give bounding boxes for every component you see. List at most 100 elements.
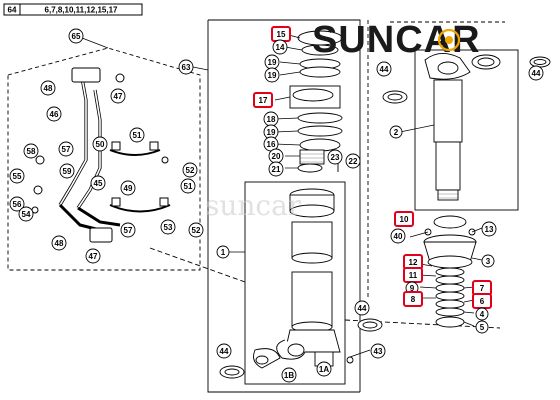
callout-label: 15	[277, 30, 286, 39]
callout-circle	[120, 222, 136, 238]
callout-label: 1A	[319, 365, 329, 374]
dashed-leader-barrel	[149, 247, 246, 283]
logo-text: SUNCAR	[312, 19, 481, 61]
callout-label: 13	[485, 225, 494, 234]
callout-c15: 15	[271, 26, 291, 42]
callout-label: 17	[259, 96, 268, 105]
callout-circle	[18, 206, 34, 222]
callout-c17: 17	[253, 92, 273, 108]
callout-label: 53	[164, 223, 173, 232]
callout-c44b: 44	[354, 300, 370, 316]
callout-circle	[110, 88, 126, 104]
callout-label: 54	[22, 210, 31, 219]
callout-label: 19	[268, 71, 277, 80]
piston-rod	[382, 53, 551, 201]
callout-label: 5	[480, 323, 485, 332]
callout-c23: 23	[327, 149, 343, 165]
suncar-logo: SUNCAR	[312, 19, 481, 61]
callout-label: 49	[124, 184, 133, 193]
callout-label: 55	[13, 172, 22, 181]
callout-circle	[178, 59, 194, 75]
callout-circle	[354, 300, 370, 316]
callout-c52b: 52	[188, 222, 204, 238]
callout-label: 43	[374, 347, 383, 356]
callout-label: 44	[358, 304, 367, 313]
header-ref-number: 64	[8, 6, 17, 15]
callout-c12: 12	[403, 254, 423, 270]
callout-circle	[475, 307, 489, 321]
leader-lines	[81, 33, 483, 327]
callout-c7: 7	[472, 280, 492, 296]
left-dashed-frame	[7, 47, 201, 271]
callout-circle	[216, 343, 232, 359]
callout-circle	[370, 343, 386, 359]
callout-label: 65	[72, 32, 81, 41]
callout-label: 52	[192, 226, 201, 235]
callout-circle	[264, 67, 280, 83]
callout-c1a: 1A	[316, 361, 332, 377]
callout-c44d: 44	[528, 65, 544, 81]
callout-circle	[281, 367, 297, 383]
callout-circle	[268, 161, 284, 177]
callout-label: 57	[62, 145, 71, 154]
callout-circle	[9, 196, 25, 212]
callout-label: 4	[480, 310, 485, 319]
callout-label: 1B	[284, 371, 294, 380]
callout-label: 56	[13, 200, 22, 209]
callout-c50: 50	[92, 136, 108, 152]
callout-circle	[376, 61, 392, 77]
callout-c6: 6	[472, 293, 492, 309]
callout-label: 19	[268, 58, 277, 67]
callout-label: 11	[409, 271, 418, 280]
callout-label: 44	[532, 69, 541, 78]
callout-circle	[85, 248, 101, 264]
callout-label: 51	[184, 182, 193, 191]
callout-circle	[180, 178, 196, 194]
callout-c44c: 44	[376, 61, 392, 77]
piston-head-stack	[423, 215, 477, 328]
callout-c46: 46	[46, 106, 62, 122]
callout-c51: 51	[129, 127, 145, 143]
callout-label: 16	[267, 140, 276, 149]
callout-label: 47	[114, 92, 123, 101]
callout-c40: 40	[390, 228, 406, 244]
callout-circle	[327, 149, 343, 165]
callout-circle	[68, 28, 84, 44]
callout-circle	[316, 361, 332, 377]
callout-circle	[46, 106, 62, 122]
callout-c53: 53	[160, 219, 176, 235]
callout-label: 20	[272, 152, 281, 161]
callout-circle	[23, 143, 39, 159]
callout-c8: 8	[403, 291, 423, 307]
callout-c10: 10	[394, 211, 414, 227]
callout-c5: 5	[475, 320, 489, 334]
callout-c20: 20	[268, 148, 284, 164]
callout-circle	[182, 162, 198, 178]
callout-circle	[90, 175, 106, 191]
cylinder-frame-left	[207, 20, 360, 393]
callout-circle	[390, 228, 406, 244]
callout-c21: 21	[268, 161, 284, 177]
callout-label: 40	[394, 232, 403, 241]
callout-highlight-box	[403, 291, 423, 307]
callout-circle	[120, 180, 136, 196]
callout-c54: 54	[18, 206, 34, 222]
callout-c43: 43	[370, 343, 386, 359]
callout-circle	[481, 221, 497, 237]
callout-c55: 55	[9, 168, 25, 184]
logo-gear-icon	[437, 28, 461, 52]
callout-c2: 2	[389, 125, 403, 139]
callout-c47a: 47	[110, 88, 126, 104]
callout-c59: 59	[59, 163, 75, 179]
header-reference: 64 6,7,8,10,11,12,15,17	[3, 3, 143, 16]
callout-c49: 49	[120, 180, 136, 196]
callout-c18: 18	[263, 111, 279, 127]
callout-c63: 63	[178, 59, 194, 75]
callout-c52a: 52	[182, 162, 198, 178]
callout-circle	[528, 65, 544, 81]
hydraulic-piping	[31, 67, 171, 243]
callout-c65: 65	[68, 28, 84, 44]
